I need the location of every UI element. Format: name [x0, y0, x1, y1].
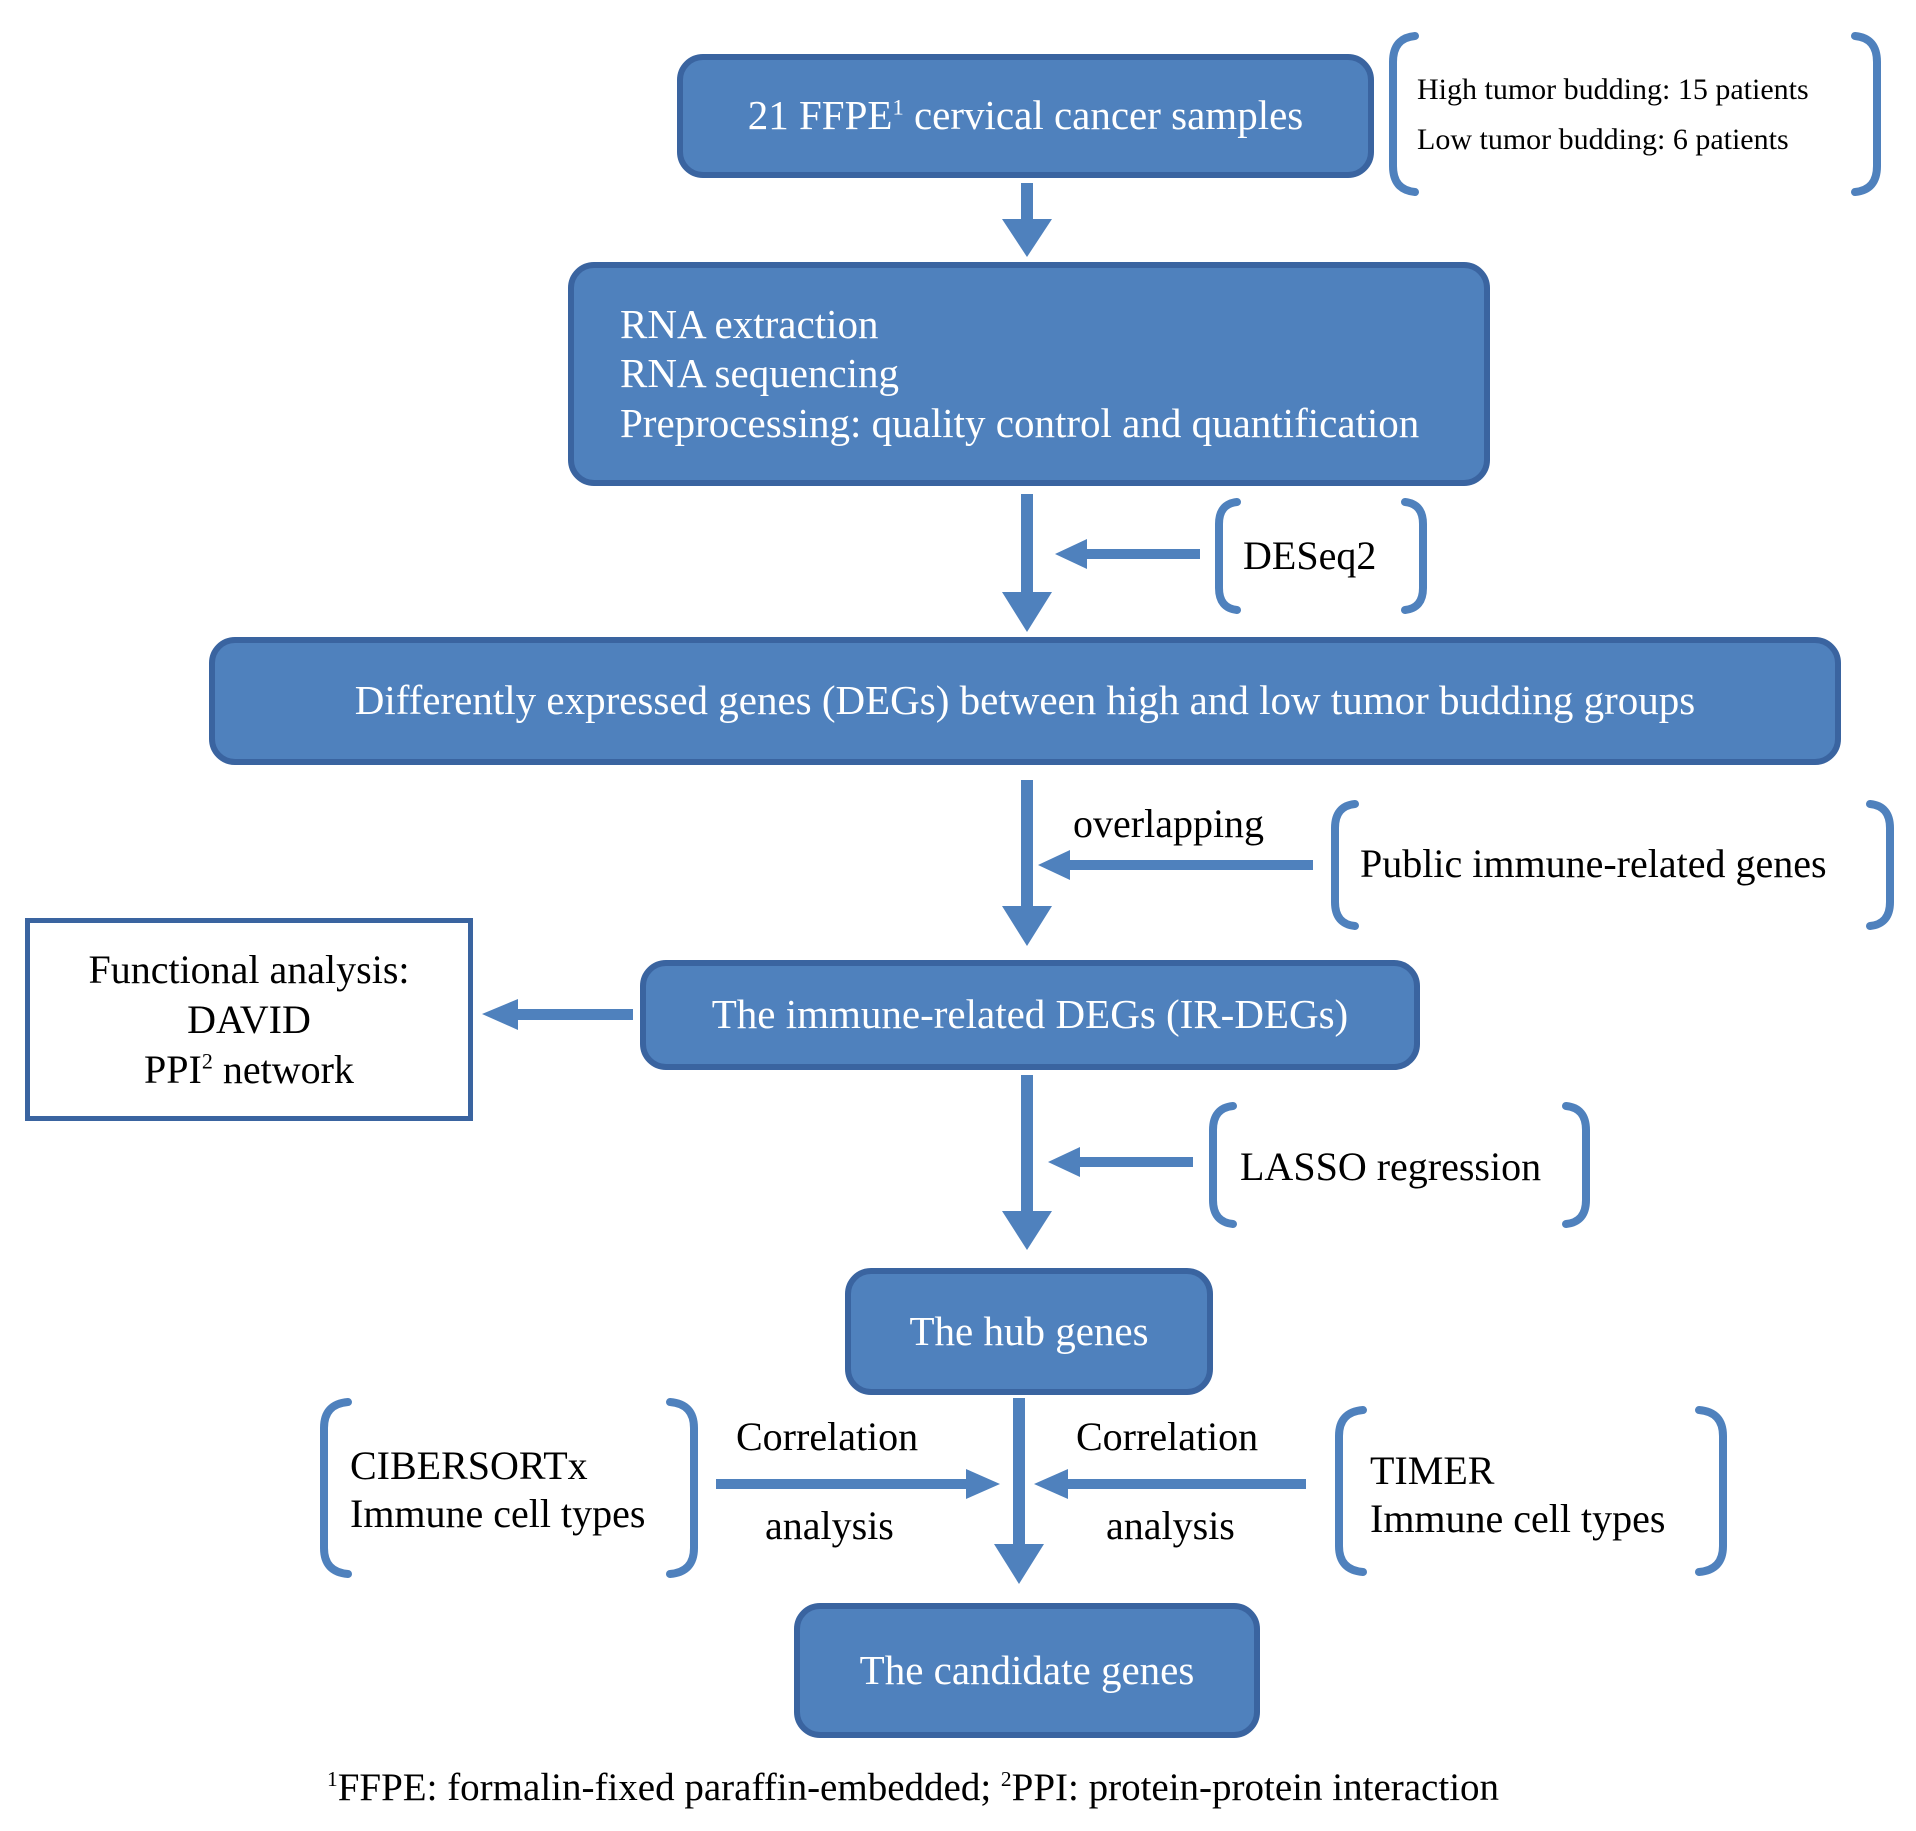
- arrow-to-functional: [482, 999, 633, 1030]
- bracket-timer-left: [1335, 1406, 1367, 1576]
- arrow-degs-to-ir-degs: [1002, 780, 1052, 946]
- arrow-deseq-in: [1055, 539, 1200, 569]
- timer-label: TIMER Immune cell types: [1370, 1445, 1665, 1545]
- degs-box: Differently expressed genes (DEGs) betwe…: [209, 637, 1841, 765]
- lasso-label: LASSO regression: [1240, 1144, 1542, 1189]
- ir-degs-label: The immune-related DEGs (IR-DEGs): [711, 991, 1349, 1038]
- processing-line-2: RNA sequencing: [620, 350, 899, 397]
- arrow-lasso-in: [1048, 1147, 1193, 1177]
- bracket-lasso-right: [1562, 1102, 1590, 1228]
- bracket-deseq-left: [1215, 498, 1241, 614]
- cibersort-label: CIBERSORTx Immune cell types: [350, 1440, 645, 1540]
- correlation-right-line-2: analysis: [1106, 1503, 1235, 1548]
- cibersort-line-1: CIBERSORTx: [350, 1443, 588, 1488]
- hub-genes-box: The hub genes: [845, 1268, 1213, 1395]
- candidate-genes-label: The candidate genes: [859, 1646, 1195, 1693]
- samples-note-high: High tumor budding: 15 patients: [1417, 73, 1809, 106]
- bracket-deseq-right: [1401, 498, 1427, 614]
- bracket-timer-right: [1695, 1406, 1727, 1576]
- processing-line-3: Preprocessing: quality control and quant…: [620, 399, 1420, 446]
- arrow-cibersort-in: [716, 1469, 1000, 1499]
- functional-analysis-box: Functional analysis: DAVID PPI2 network: [25, 918, 473, 1121]
- ir-degs-box: The immune-related DEGs (IR-DEGs): [640, 960, 1420, 1070]
- bracket-samples-right: [1851, 32, 1881, 196]
- deseq-label: DESeq2: [1243, 533, 1377, 578]
- arrow-processing-to-degs: [1002, 494, 1052, 632]
- public-genes-label: Public immune-related genes: [1360, 841, 1827, 886]
- arrow-samples-to-processing: [1002, 183, 1052, 257]
- bracket-cibersort-left: [320, 1398, 352, 1578]
- functional-line-2: DAVID: [187, 996, 311, 1042]
- arrow-ir-degs-to-hub: [1002, 1075, 1052, 1250]
- arrow-hub-to-candidate: [994, 1398, 1044, 1584]
- correlation-left-line-2: analysis: [765, 1503, 894, 1548]
- footnote: 1FFPE: formalin-fixed paraffin-embedded;…: [327, 1766, 1500, 1809]
- overlapping-label: overlapping: [1073, 801, 1265, 846]
- correlation-left-line-1: Correlation: [736, 1414, 919, 1459]
- timer-line-1: TIMER: [1370, 1448, 1495, 1493]
- arrow-timer-in: [1034, 1469, 1306, 1499]
- samples-note: High tumor budding: 15 patients Low tumo…: [1417, 66, 1809, 164]
- functional-line-3: PPI2 network: [144, 1046, 354, 1092]
- cibersort-line-2: Immune cell types: [350, 1491, 646, 1536]
- samples-label: 21 FFPE1 cervical cancer samples: [747, 92, 1304, 139]
- arrow-public-genes-in: [1038, 850, 1313, 880]
- bracket-samples-left: [1389, 32, 1419, 196]
- samples-note-low: Low tumor budding: 6 patients: [1417, 123, 1789, 156]
- bracket-public-left: [1331, 800, 1359, 930]
- bracket-cibersort-right: [666, 1398, 698, 1578]
- processing-line-1: RNA extraction: [620, 301, 879, 348]
- processing-box: RNA extraction RNA sequencing Preprocess…: [568, 262, 1490, 486]
- bracket-lasso-left: [1209, 1102, 1237, 1228]
- timer-line-2: Immune cell types: [1370, 1496, 1666, 1541]
- degs-label: Differently expressed genes (DEGs) betwe…: [354, 677, 1696, 724]
- functional-line-1: Functional analysis:: [88, 946, 410, 992]
- correlation-right-line-1: Correlation: [1076, 1414, 1259, 1459]
- hub-genes-label: The hub genes: [909, 1307, 1149, 1354]
- samples-box: 21 FFPE1 cervical cancer samples: [677, 54, 1374, 178]
- bracket-public-right: [1866, 800, 1894, 930]
- candidate-genes-box: The candidate genes: [794, 1603, 1260, 1738]
